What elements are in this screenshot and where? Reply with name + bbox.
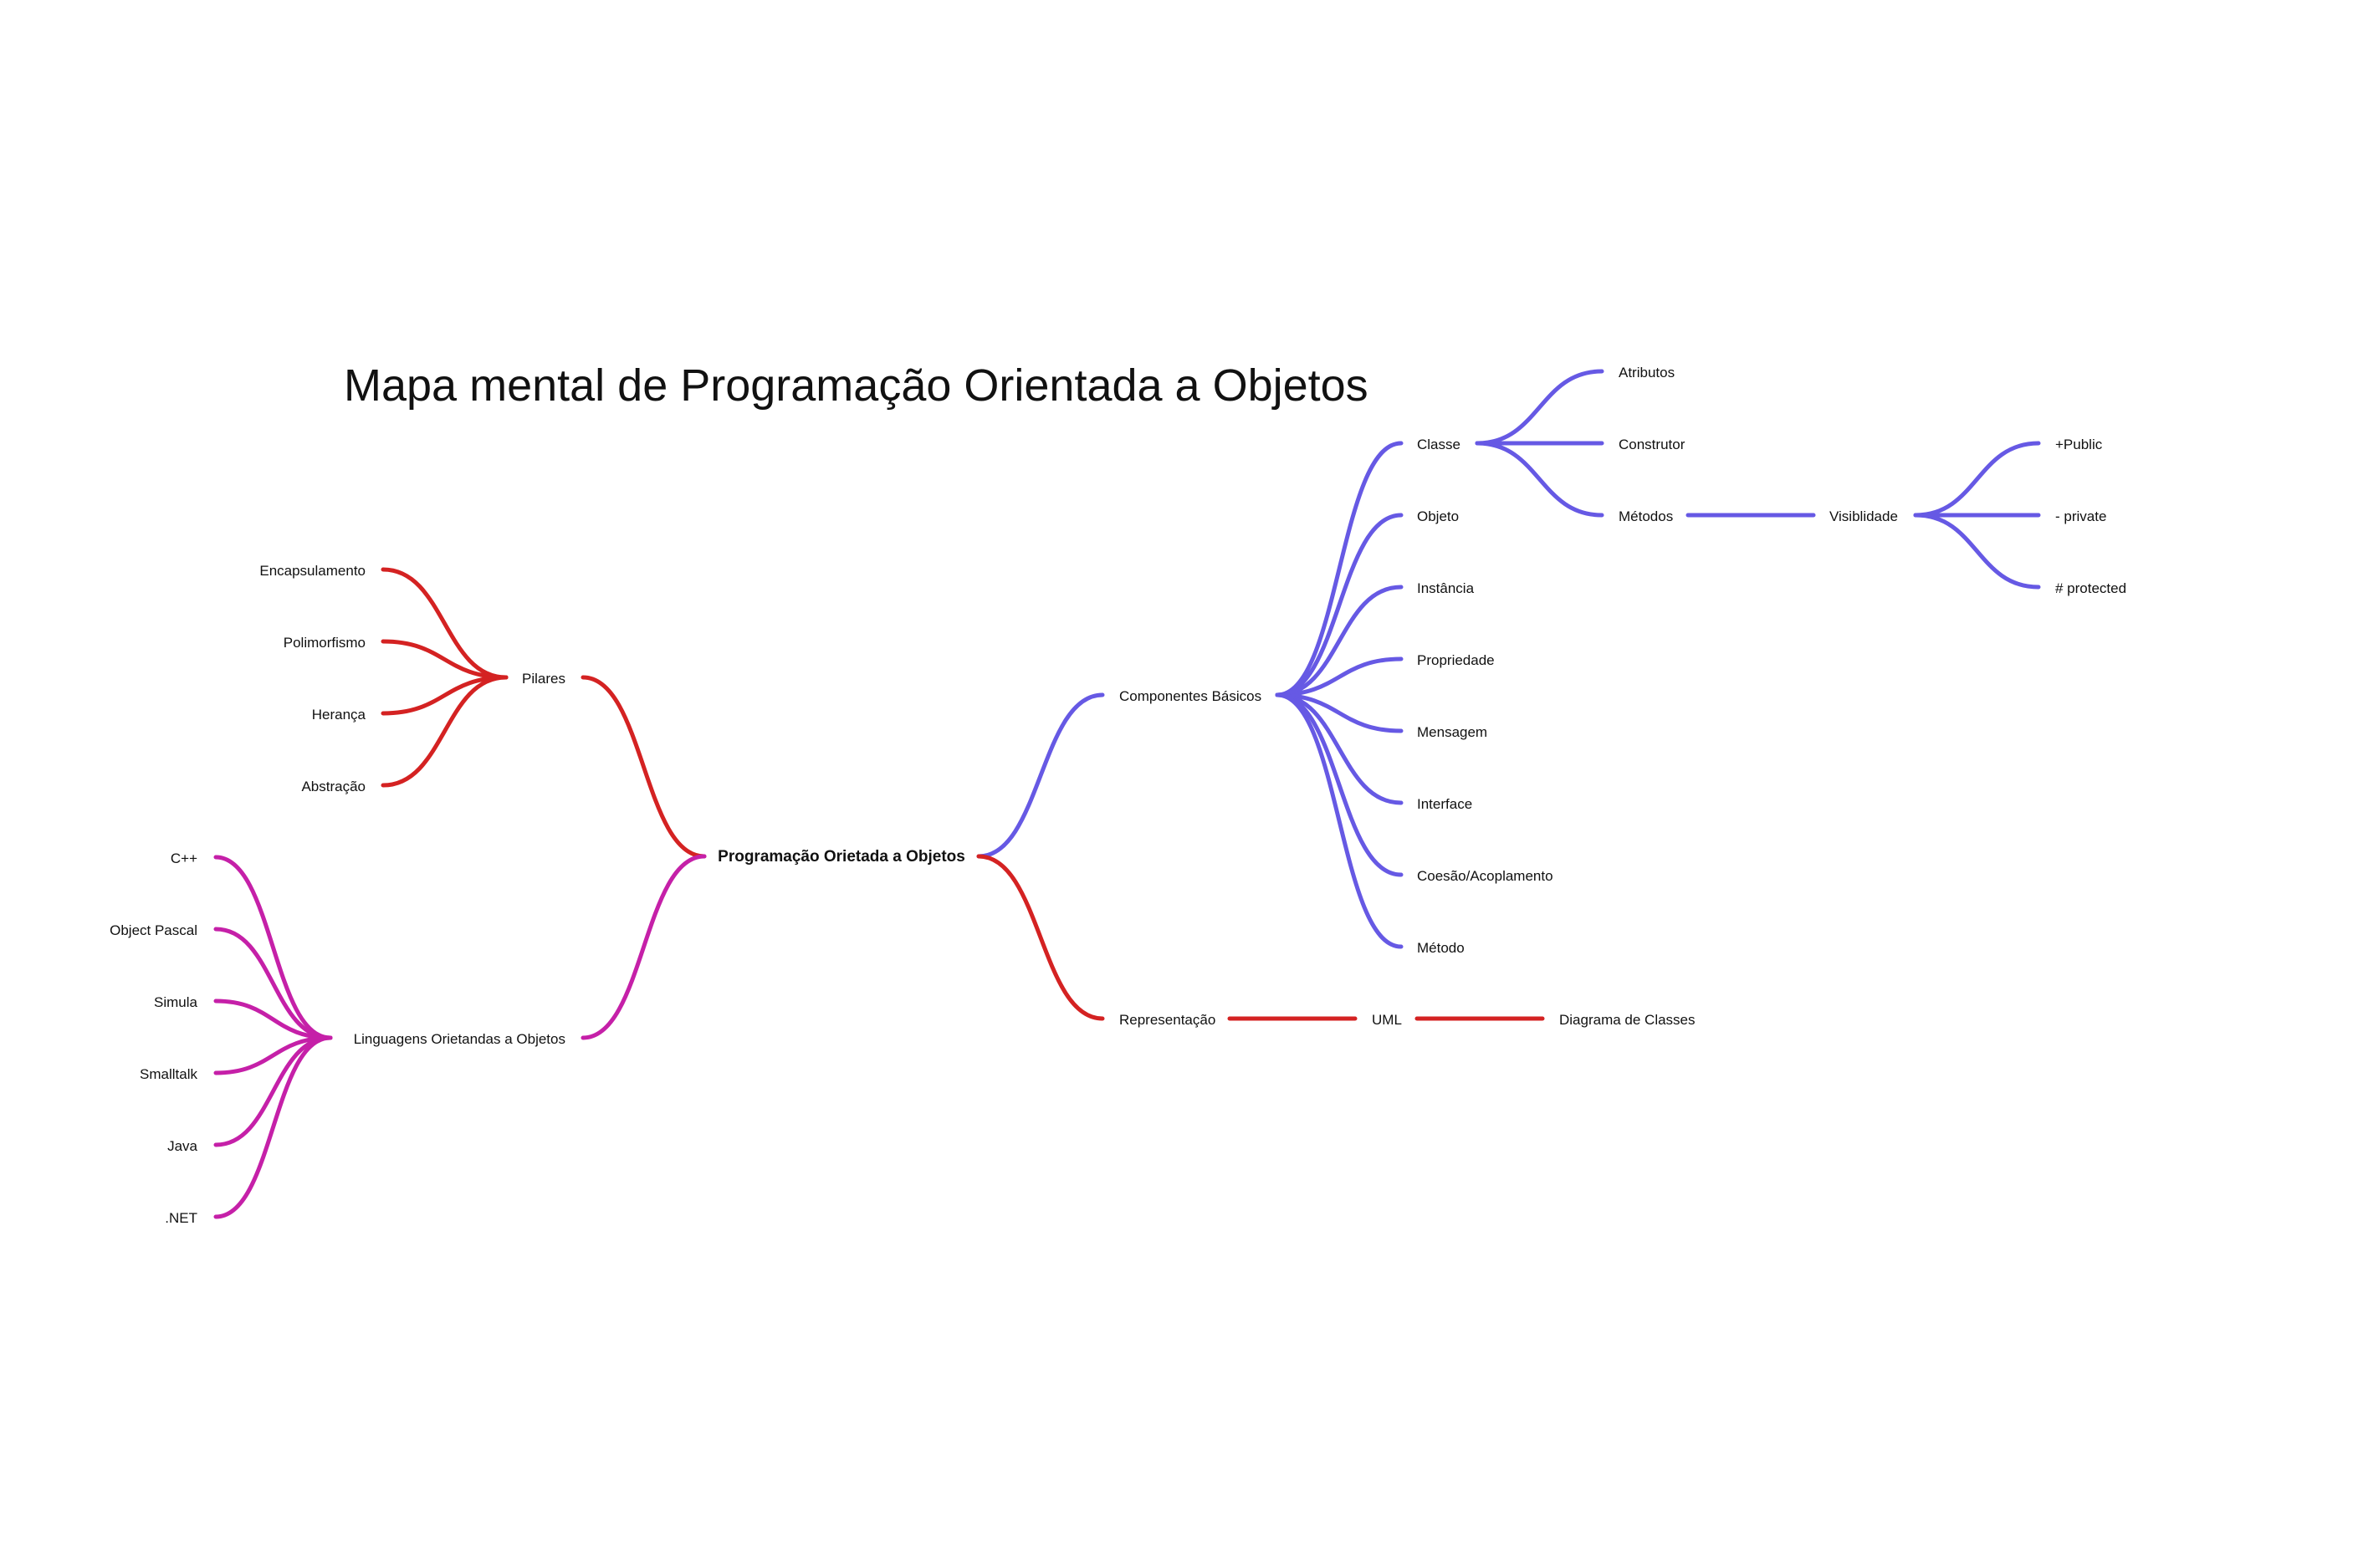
edge-root-componentes xyxy=(976,692,1105,859)
edge-pilares-abstracao xyxy=(381,675,509,788)
edge-componentes-classe xyxy=(1275,441,1404,697)
edge-componentes-propriedade xyxy=(1275,656,1404,697)
node-encapsulamento[interactable]: Encapsulamento xyxy=(259,563,366,579)
node-objeto[interactable]: Objeto xyxy=(1417,508,1459,524)
node-object-pascal[interactable]: Object Pascal xyxy=(110,922,197,938)
node-heranca[interactable]: Herança xyxy=(312,707,366,723)
node-uml[interactable]: UML xyxy=(1372,1012,1402,1028)
edge-componentes-objeto xyxy=(1275,513,1404,697)
node-protected[interactable]: # protected xyxy=(2055,580,2126,596)
node-root[interactable]: Programação Orietada a Objetos xyxy=(718,848,965,866)
node-polimorfismo[interactable]: Polimorfismo xyxy=(284,635,366,651)
node-smalltalk[interactable]: Smalltalk xyxy=(140,1066,197,1082)
node-propriedade[interactable]: Propriedade xyxy=(1417,652,1495,668)
node-representacao[interactable]: Representação xyxy=(1119,1012,1215,1028)
edge-linguagens-dotnet xyxy=(213,1035,333,1219)
edge-componentes-coesao xyxy=(1275,692,1404,877)
edge-classe-atributos xyxy=(1475,369,1604,446)
edge-root-pilares xyxy=(581,675,707,859)
edge-pilares-heranca xyxy=(381,675,509,716)
node-linguagens[interactable]: Linguagens Orietandas a Objetos xyxy=(354,1031,565,1047)
edge-classe-metodos xyxy=(1475,441,1604,518)
node-cpp[interactable]: C++ xyxy=(171,850,197,866)
edge-componentes-metodo xyxy=(1275,692,1404,949)
edge-linguagens-simula xyxy=(213,999,333,1040)
node-interface[interactable]: Interface xyxy=(1417,796,1472,812)
node-metodos[interactable]: Métodos xyxy=(1619,508,1673,524)
node-abstracao[interactable]: Abstração xyxy=(301,779,366,794)
node-private[interactable]: - private xyxy=(2055,508,2106,524)
edge-componentes-instancia xyxy=(1275,585,1404,697)
node-pilares[interactable]: Pilares xyxy=(522,671,565,687)
edge-visibilidade-public xyxy=(1913,441,2041,518)
edge-componentes-interface xyxy=(1275,692,1404,805)
node-coesao[interactable]: Coesão/Acoplamento xyxy=(1417,868,1553,884)
edge-linguagens-java xyxy=(213,1035,333,1147)
node-componentes[interactable]: Componentes Básicos xyxy=(1119,688,1261,704)
node-metodo[interactable]: Método xyxy=(1417,940,1465,956)
edges-layer xyxy=(213,369,2041,1219)
node-diagrama[interactable]: Diagrama de Classes xyxy=(1559,1012,1696,1028)
edge-linguagens-object_pascal xyxy=(213,927,333,1040)
node-instancia[interactable]: Instância xyxy=(1417,580,1475,596)
node-public[interactable]: +Public xyxy=(2055,437,2103,452)
node-visibilidade[interactable]: Visiblidade xyxy=(1829,508,1898,524)
map-title: Mapa mental de Programação Orientada a O… xyxy=(344,360,1368,411)
edge-linguagens-smalltalk xyxy=(213,1035,333,1075)
edge-root-linguagens xyxy=(581,854,707,1040)
node-classe[interactable]: Classe xyxy=(1417,437,1460,452)
edge-pilares-polimorfismo xyxy=(381,639,509,680)
edge-root-representacao xyxy=(976,854,1105,1021)
node-construtor[interactable]: Construtor xyxy=(1619,437,1685,452)
edge-visibilidade-protected xyxy=(1913,513,2041,590)
node-atributos[interactable]: Atributos xyxy=(1619,365,1675,381)
node-mensagem[interactable]: Mensagem xyxy=(1417,724,1487,740)
edge-linguagens-cpp xyxy=(213,855,333,1040)
node-java[interactable]: Java xyxy=(167,1138,197,1154)
node-dotnet[interactable]: .NET xyxy=(165,1210,197,1226)
node-simula[interactable]: Simula xyxy=(154,994,198,1010)
edge-pilares-encapsulamento xyxy=(381,567,509,680)
edge-componentes-mensagem xyxy=(1275,692,1404,733)
